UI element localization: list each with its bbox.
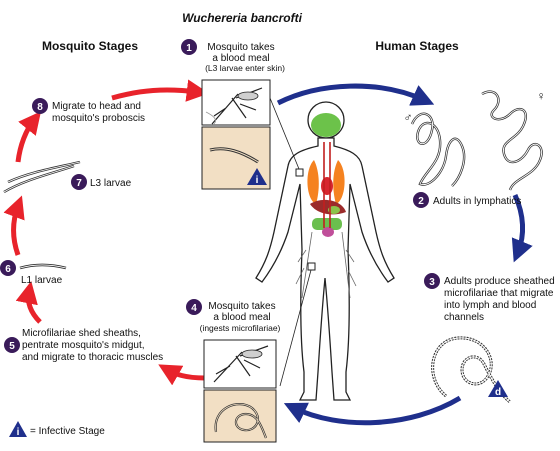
step-1-line3: (L3 larvae enter skin) — [205, 63, 285, 73]
step-3-line3: into lymph and blood — [444, 300, 536, 311]
step-5-line1: Microfilariae shed sheaths, — [22, 328, 141, 339]
male-symbol: ♂ — [404, 110, 413, 124]
step-6: 6 L1 larvae — [0, 260, 67, 286]
step-2-line1: Adults in lymphatics — [433, 196, 521, 207]
arrow-to-second-meal — [283, 395, 462, 426]
step-7: 7 L3 larvae — [3, 160, 132, 194]
step-6-number: 6 — [5, 264, 11, 275]
step-3-line2: microfilariae that migrate — [444, 288, 554, 299]
step-5-line3: and migrate to thoracic muscles — [22, 352, 163, 363]
step-4-line3: (ingests microfilariae) — [200, 323, 281, 333]
step-3-line1: Adults produce sheathed — [444, 276, 555, 287]
step-2-number: 2 — [418, 196, 424, 207]
legend-symbol: i — [17, 427, 20, 438]
arrow-to-microfilariae — [511, 193, 533, 263]
step-5-line2: pentrate mosquito's midgut, — [22, 340, 145, 351]
mosquito-bite-panel — [201, 79, 271, 126]
diagram-title: Wuchereria bancrofti — [182, 11, 302, 25]
arrow-to-l3 — [3, 195, 25, 256]
step-1: 1 Mosquito takes a blood meal (L3 larvae… — [181, 39, 285, 190]
step-3: 3 Adults produce sheathed microfilariae … — [424, 273, 555, 323]
step-2: 2 Adults in lymphatics — [413, 192, 521, 208]
step-8: 8 Migrate to head and mosquito's probosc… — [32, 98, 145, 124]
step-8-number: 8 — [37, 102, 43, 113]
step-1-line1: Mosquito takes — [207, 42, 274, 53]
step-5: 5 Microfilariae shed sheaths, pentrate m… — [4, 328, 163, 363]
infective-stage-icon — [247, 168, 267, 185]
step-8-line1: Migrate to head and — [52, 101, 141, 112]
step-1-number: 1 — [186, 43, 192, 54]
step-4-line1: Mosquito takes — [208, 301, 275, 312]
step-7-line1: L3 larvae — [90, 178, 132, 189]
mosquito-stages-header: Mosquito Stages — [42, 39, 138, 53]
step-4: 4 Mosquito takes a blood meal (ingests m… — [186, 299, 281, 443]
step-8-line2: mosquito's proboscis — [52, 113, 145, 124]
adult-worms-illustration: ♂ ♀ — [404, 89, 546, 191]
arrow-to-adults — [276, 83, 435, 106]
infective-marker: i — [256, 175, 259, 186]
legend: i = Infective Stage — [9, 421, 105, 438]
l3-larvae-illustration — [3, 160, 81, 194]
legend-infective-icon — [9, 421, 27, 437]
diagnostic-stage-icon — [488, 380, 508, 397]
human-body — [255, 97, 395, 401]
human-stages-header: Human Stages — [375, 39, 459, 53]
step-5-number: 5 — [9, 341, 15, 352]
microfilaria-illustration: d — [431, 336, 511, 404]
step-4-number: 4 — [191, 303, 197, 314]
arrow-to-first-meal — [111, 79, 210, 102]
arrow-to-l1 — [15, 280, 42, 324]
step-1-line2: a blood meal — [212, 53, 269, 64]
diagnostic-marker: d — [495, 387, 501, 398]
female-symbol: ♀ — [537, 89, 546, 103]
step-7-number: 7 — [76, 178, 82, 189]
step-6-line1: L1 larvae — [21, 275, 63, 286]
arrow-to-midgut — [158, 364, 206, 386]
step-3-line4: channels — [444, 312, 484, 323]
arrow-to-proboscis — [15, 111, 42, 163]
legend-text: = Infective Stage — [30, 426, 105, 437]
step-4-line2: a blood meal — [213, 312, 270, 323]
step-3-number: 3 — [429, 277, 435, 288]
